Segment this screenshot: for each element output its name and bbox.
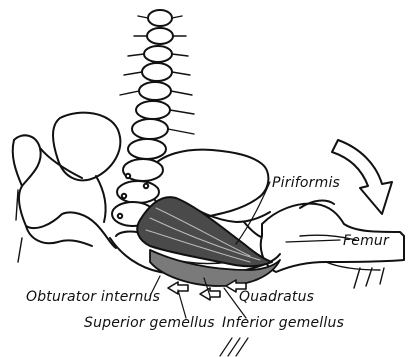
obturator-internus-label: Obturator internus	[26, 290, 160, 304]
sketch-marks	[220, 338, 248, 356]
inferior-gemellus-label: Inferior gemellus	[222, 316, 344, 330]
piriformis-label: Piriformis	[272, 176, 340, 190]
femur-label: Femur	[343, 234, 389, 248]
left-pelvis-bone	[13, 113, 121, 262]
superior-gemellus-label: Superior gemellus	[84, 316, 215, 330]
quadratus-label: Quadratus	[239, 290, 314, 304]
rotation-arrow	[332, 140, 392, 214]
